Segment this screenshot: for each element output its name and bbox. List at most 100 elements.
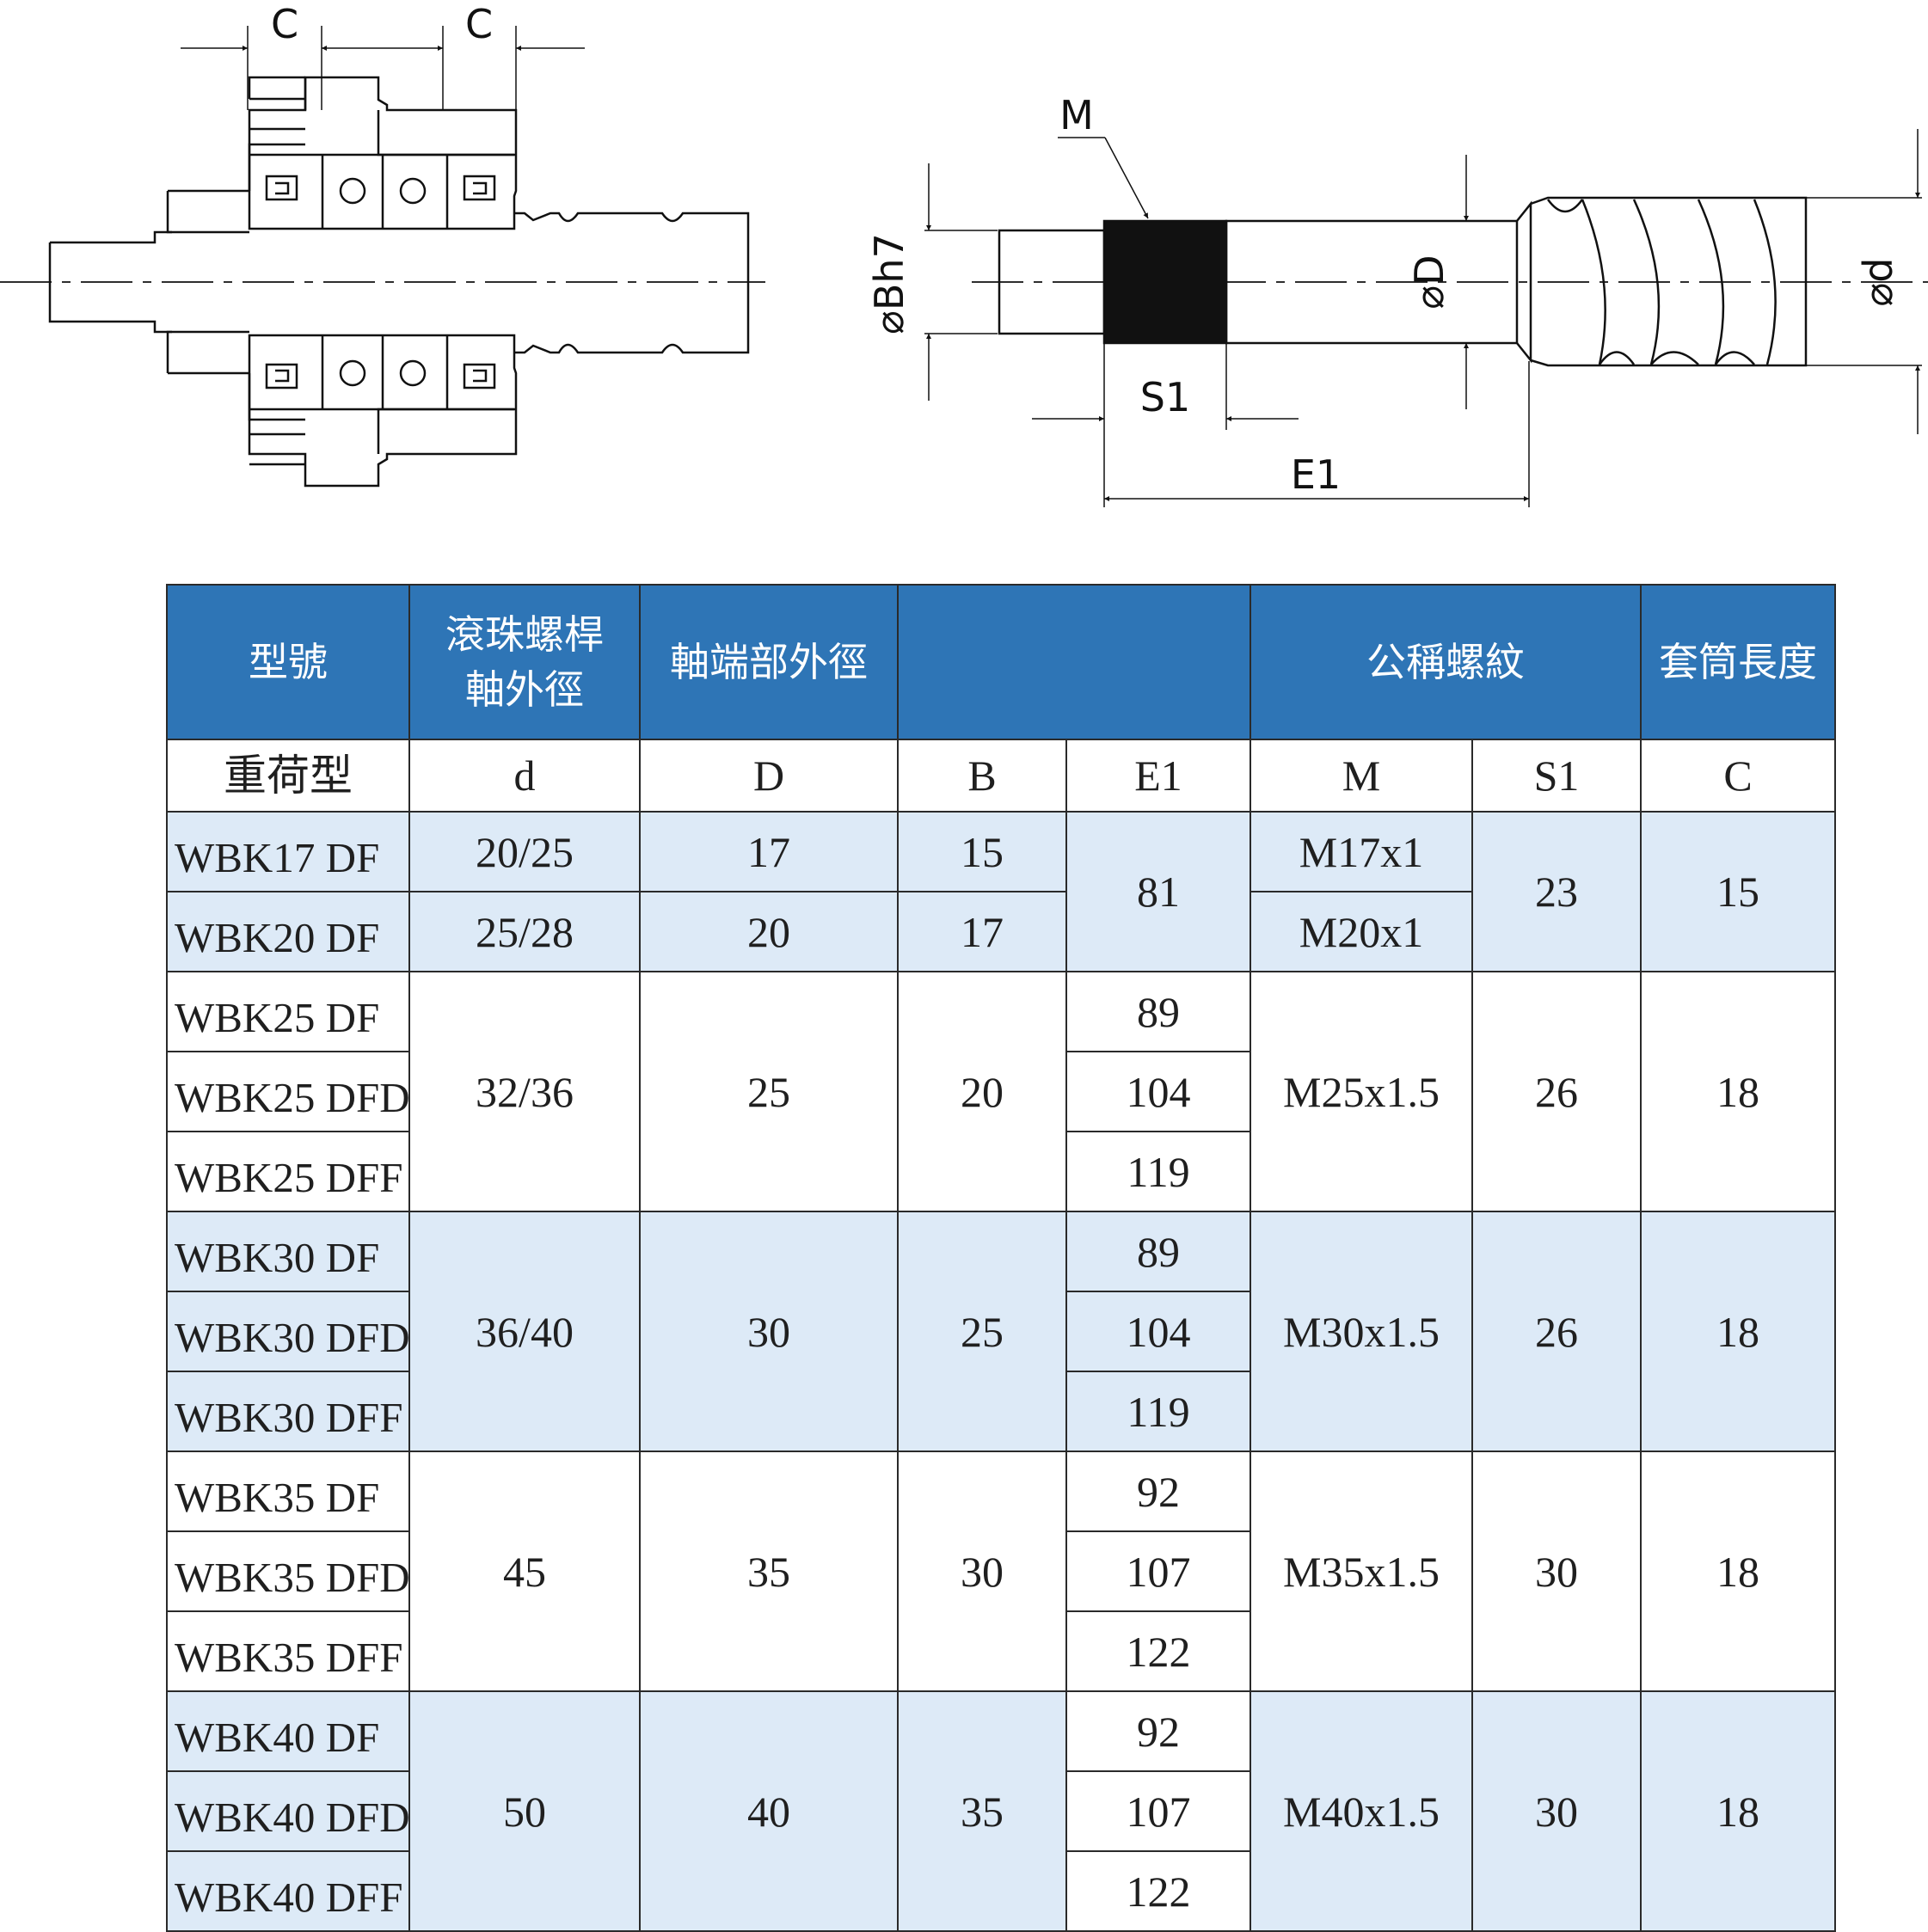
model-cell: WBK40 DFF [166,1850,410,1932]
cell-S1: 26 [1471,1211,1642,1452]
cell-E1: 122 [1065,1850,1251,1932]
cell-S1: 26 [1471,971,1642,1212]
table-row: WBK35 DF 45 35 30 92 M35x1.5 30 18 [166,1451,1836,1692]
model-cell: WBK20 DF [166,891,410,972]
label-bh7: ⌀Bh7 [866,233,912,334]
cell-M: M40x1.5 [1250,1690,1473,1932]
table-row: WBK30 DFD 104 [166,1291,1835,1372]
label-d-shaft: ⌀D [1406,255,1452,309]
cell-M: M25x1.5 [1250,971,1473,1212]
cell-D: 17 [639,811,899,892]
cell-d: 20/25 [408,811,641,892]
cell-E1: 119 [1065,1371,1251,1452]
symbol-S1: S1 [1471,739,1642,813]
cell-d: 36/40 [408,1211,641,1452]
dim-c-left: C [271,1,298,47]
model-cell: WBK40 DFD [166,1770,410,1852]
label-m: M [1059,92,1094,138]
header-end-od: 軸端部外徑 [639,584,899,740]
header-model: 型號 [166,584,410,740]
header-screw-od-line1: 滾珠螺桿 [445,610,604,658]
cell-C: 18 [1640,1451,1836,1692]
model-cell: WBK35 DF [166,1451,410,1532]
cell-D: 25 [639,971,899,1212]
symbol-B: B [897,739,1067,813]
cell-C: 18 [1640,971,1836,1212]
label-s1: S1 [1140,374,1190,420]
model-cell: WBK30 DFF [166,1371,410,1452]
symbol-d: d [408,739,641,813]
symbol-E1: E1 [1065,739,1251,813]
cell-B: 35 [897,1690,1067,1932]
model-cell: WBK25 DF [166,971,410,1052]
cell-E1: 122 [1065,1610,1251,1692]
cell-B: 15 [897,811,1067,892]
header-thread: 公稱螺紋 [1250,584,1642,740]
model-cell: WBK35 DFF [166,1610,410,1692]
cell-B: 25 [897,1211,1067,1452]
symbol-D: D [639,739,899,813]
cell-d: 50 [408,1690,641,1932]
cell-D: 20 [639,891,899,972]
header-screw-od-line2: 軸外徑 [465,666,584,713]
header-sleeve: 套筒長度 [1640,584,1836,740]
label-e1: E1 [1291,451,1341,498]
cell-C: 18 [1640,1211,1836,1452]
cell-D: 30 [639,1211,899,1452]
header-row: 型號 滾珠螺桿 軸外徑 軸端部外徑 公稱螺紋 套筒長度 [166,584,1836,740]
cell-D: 40 [639,1690,899,1932]
support-unit-section [0,26,765,488]
model-cell: WBK30 DF [166,1211,410,1292]
cell-M: M20x1 [1250,891,1473,972]
cell-S1: 30 [1471,1451,1642,1692]
table-row: WBK17 DF 20/25 17 15 81 M17x1 23 15 [166,811,1836,972]
table-row: WBK30 DFF 119 [166,1371,1835,1452]
symbol-M: M [1250,739,1473,813]
table-row: WBK20 DF 25/28 20 17 M20x1 [166,891,1835,972]
table-row: WBK40 DF 50 40 35 92 M40x1.5 30 18 [166,1690,1836,1932]
cell-d: 25/28 [408,891,641,972]
table-row: WBK35 DFD 107 [166,1530,1835,1612]
cell-D: 35 [639,1451,899,1692]
cell-E1: 89 [1065,1211,1251,1292]
header-screw-od: 滾珠螺桿 軸外徑 [408,584,641,740]
cell-E1: 107 [1065,1530,1251,1612]
table-row: WBK25 DFD 104 [166,1051,1835,1132]
cell-E1: 81 [1065,811,1251,972]
cell-B: 30 [897,1451,1067,1692]
model-cell: WBK30 DFD [166,1291,410,1372]
cell-M: M30x1.5 [1250,1211,1473,1452]
cell-S1: 30 [1471,1690,1642,1932]
cell-M: M35x1.5 [1250,1451,1473,1692]
model-cell: WBK17 DF [166,811,410,892]
dim-c-right: C [465,1,493,47]
cell-E1: 92 [1065,1690,1251,1772]
cell-C: 18 [1640,1690,1836,1932]
cell-E1: 107 [1065,1770,1251,1852]
table-row: WBK35 DFF 122 [166,1610,1835,1692]
cell-E1: 104 [1065,1051,1251,1132]
cell-M: M17x1 [1250,811,1473,892]
technical-drawing: C C [0,1,1928,507]
model-cell: WBK25 DFF [166,1131,410,1212]
cell-E1: 92 [1065,1451,1251,1532]
cell-B: 20 [897,971,1067,1212]
cell-E1: 89 [1065,971,1251,1052]
table-row: WBK25 DFF 119 [166,1131,1835,1212]
symbol-C: C [1640,739,1836,813]
model-cell: WBK25 DFD [166,1051,410,1132]
label-d-screw: ⌀d [1855,258,1901,307]
cell-d: 45 [408,1451,641,1692]
cell-E1: 104 [1065,1291,1251,1372]
shaft-end-detail [924,129,1928,507]
header-b-e1 [897,584,1251,740]
model-cell: WBK40 DF [166,1690,410,1772]
cell-S1: 23 [1471,811,1642,972]
symbol-row: 重荷型 d D B E1 M S1 C [166,739,1836,813]
cell-d: 32/36 [408,971,641,1212]
spec-table: 型號 滾珠螺桿 軸外徑 軸端部外徑 公稱螺紋 套筒長度 重荷型 d D B E1… [166,584,1836,1932]
cell-B: 17 [897,891,1067,972]
table-row: WBK30 DF 36/40 30 25 89 M30x1.5 26 18 [166,1211,1836,1452]
cell-C: 15 [1640,811,1836,972]
cell-E1: 119 [1065,1131,1251,1212]
